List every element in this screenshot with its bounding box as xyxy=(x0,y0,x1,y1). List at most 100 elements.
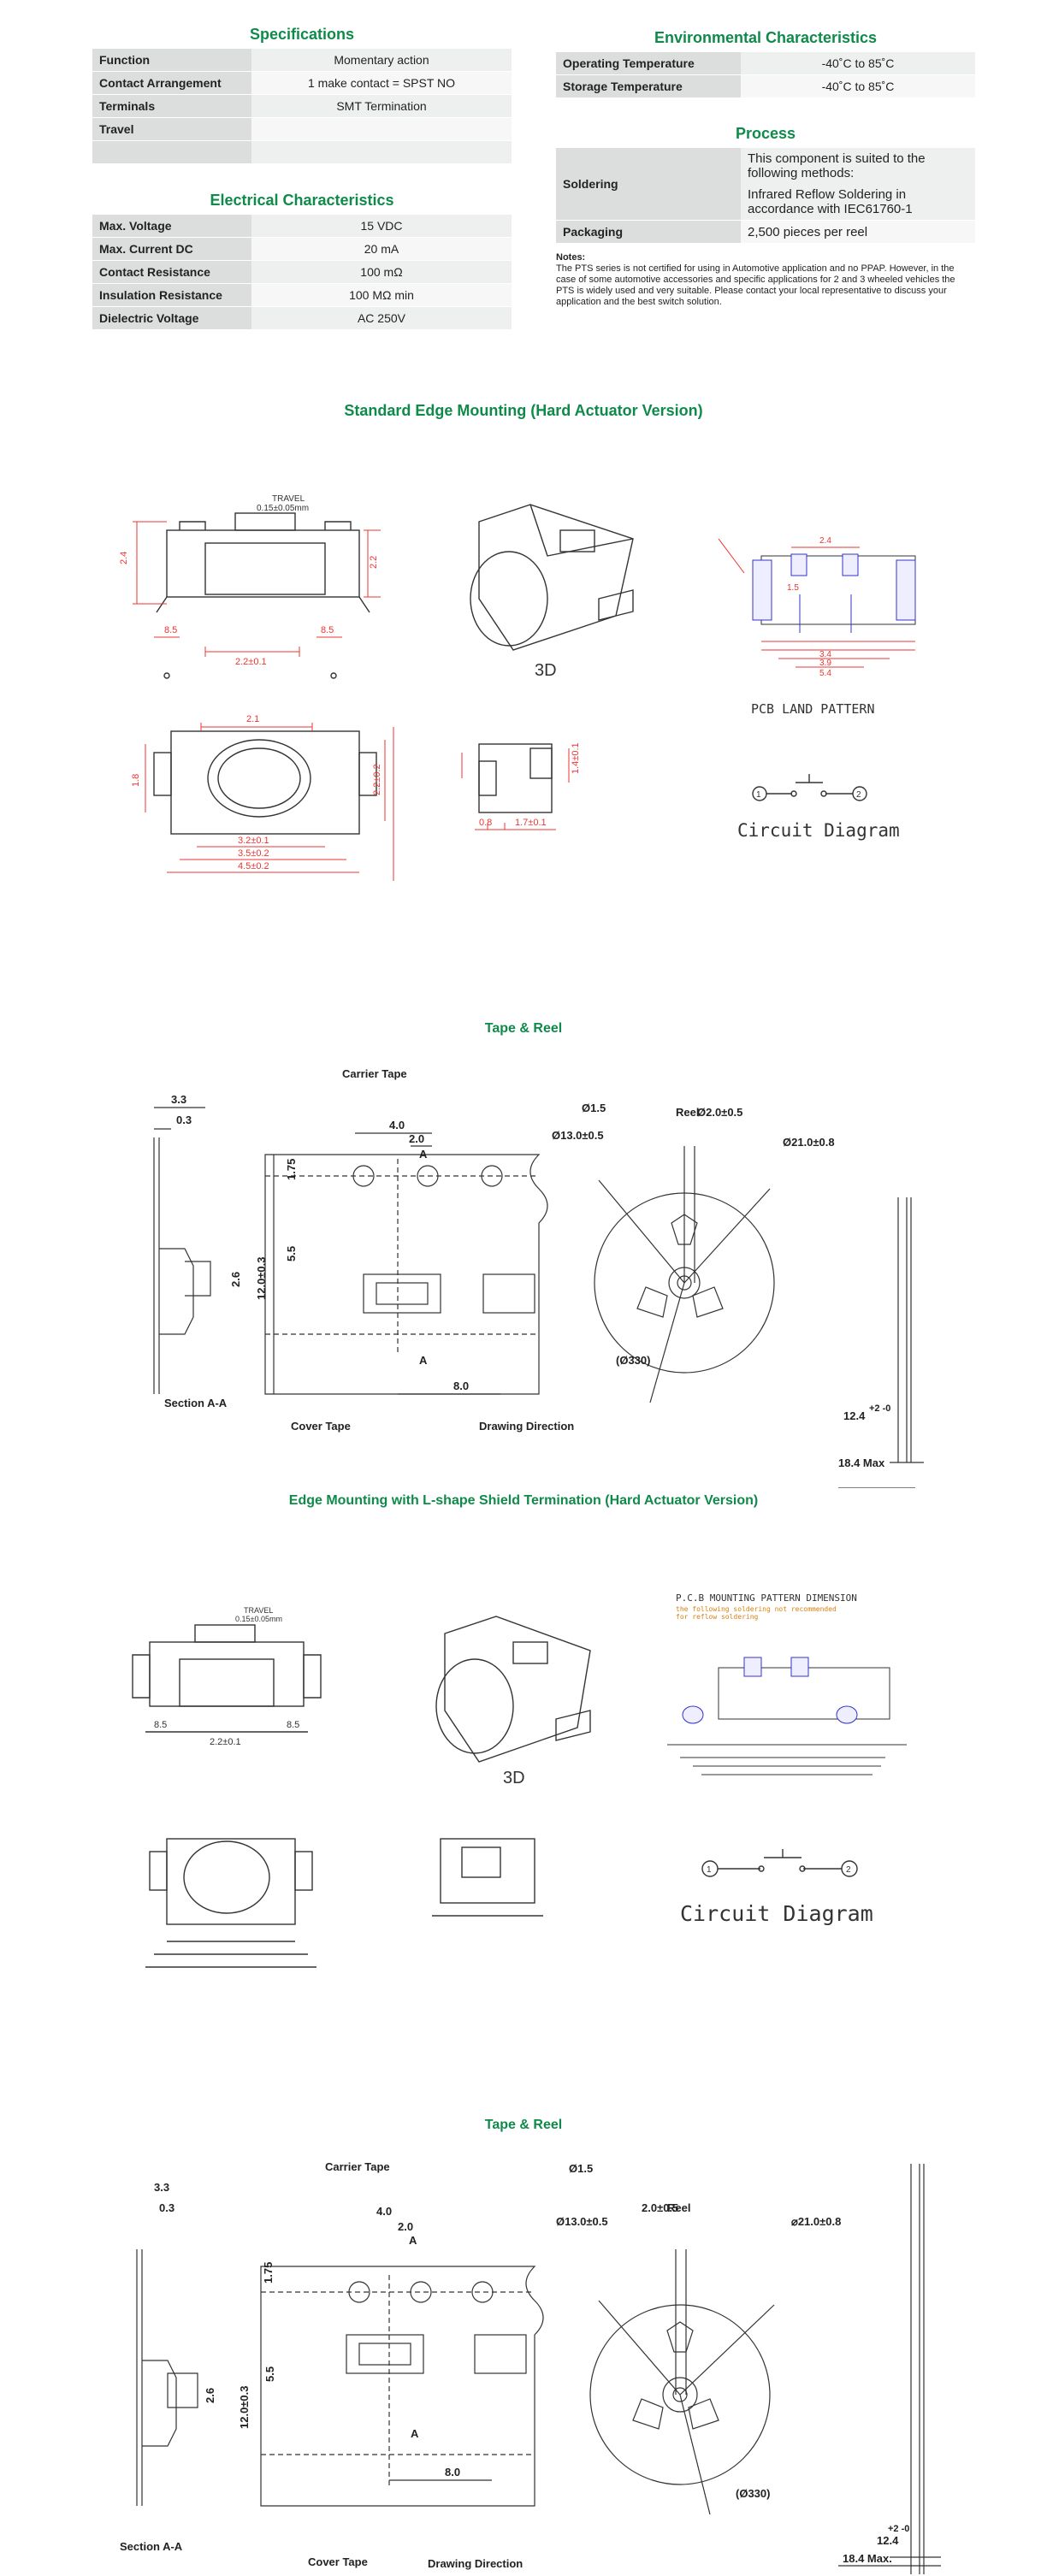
travel-label-2: TRAVEL xyxy=(244,1606,273,1615)
travel-value: 0.15±0.05mm xyxy=(257,504,309,513)
section1-drawings: 2.4 2.2 8.5 8.5 2.2±0.1 TRAVEL 0.15±0.05… xyxy=(119,494,916,881)
dim-3-9: 3.9 xyxy=(819,659,831,668)
svg-text:4.0: 4.0 xyxy=(376,2205,392,2218)
travel-label: TRAVEL xyxy=(272,494,305,504)
pcb-land-pattern-label: PCB LAND PATTERN xyxy=(751,701,875,717)
reel-label: Reel xyxy=(676,1106,699,1119)
svg-text:12.4: 12.4 xyxy=(843,1409,866,1422)
circuit-diagram-label: Circuit Diagram xyxy=(737,820,900,841)
dim-8-5-right: 8.5 xyxy=(321,625,334,635)
svg-text:5.5: 5.5 xyxy=(285,1246,298,1261)
svg-text:12.4: 12.4 xyxy=(877,2534,899,2547)
svg-text:A: A xyxy=(411,2427,419,2440)
cover-tape-label-2: Cover Tape xyxy=(308,2555,368,2568)
process-title: Process xyxy=(735,125,796,142)
svg-text:3.3: 3.3 xyxy=(171,1093,186,1106)
svg-text:2.0: 2.0 xyxy=(409,1132,424,1145)
section-aa-label: Section A-A xyxy=(164,1397,228,1409)
dim-2-2: 2.2 xyxy=(369,556,379,569)
svg-text:12.0±0.3: 12.0±0.3 xyxy=(238,2385,251,2429)
bottom-view-drawing xyxy=(153,730,377,835)
svg-text:2: 2 xyxy=(856,790,861,800)
dim-3-2-0-1: 3.2±0.1 xyxy=(238,836,269,846)
environmental-title: Environmental Characteristics xyxy=(654,29,878,46)
process-table: Soldering This component is suited to th… xyxy=(556,148,975,244)
svg-text:Ø2.0±0.5: Ø2.0±0.5 xyxy=(697,1106,742,1119)
dim-2-4: 2.4 xyxy=(119,552,129,564)
table-row: Storage Temperature-40˚C to 85˚C xyxy=(556,74,975,98)
svg-text:8.0: 8.0 xyxy=(453,1380,469,1392)
svg-text:Ø21.0±0.8: Ø21.0±0.8 xyxy=(783,1136,835,1149)
svg-text:3.3: 3.3 xyxy=(154,2181,169,2194)
svg-text:0.3: 0.3 xyxy=(159,2201,174,2214)
svg-text:12.0±0.3: 12.0±0.3 xyxy=(255,1256,268,1300)
tape1-title: Tape & Reel xyxy=(484,1021,563,1036)
dim-4-5-0-2: 4.5±0.2 xyxy=(238,861,269,871)
svg-text:5.5: 5.5 xyxy=(263,2366,276,2382)
section2-drawings: TRAVEL 0.15±0.05mm 8.5 8.5 2.2±0.1 3D P.… xyxy=(132,1592,907,1968)
svg-text:(Ø330): (Ø330) xyxy=(736,2487,770,2500)
svg-text:Ø1.5: Ø1.5 xyxy=(569,2162,593,2175)
dim-8-5-left: 8.5 xyxy=(164,625,177,635)
svg-text:A: A xyxy=(409,2234,417,2247)
svg-text:A: A xyxy=(419,1354,428,1367)
cover-tape-label: Cover Tape xyxy=(291,1420,351,1433)
svg-text:1.75: 1.75 xyxy=(262,2262,275,2284)
dim-1-5: 1.5 xyxy=(787,583,799,593)
svg-text:3D: 3D xyxy=(503,1769,525,1787)
bottom-view-drawing-2 xyxy=(145,1838,316,1968)
table-row xyxy=(92,140,512,164)
travel-value-2: 0.15±0.05mm xyxy=(235,1615,282,1623)
svg-text:the following soldering not re: the following soldering not recommended xyxy=(676,1605,837,1613)
3d-view-drawing-2 xyxy=(435,1616,591,1763)
process-block: Process Soldering This component is suit… xyxy=(556,125,975,308)
section1-title: Standard Edge Mounting (Hard Actuator Ve… xyxy=(344,402,703,419)
svg-text:4.0: 4.0 xyxy=(389,1119,405,1131)
notes: Notes: The PTS series is not certified f… xyxy=(556,252,955,307)
electrical-title: Electrical Characteristics xyxy=(210,192,394,209)
dim-0-8: 0.8 xyxy=(479,818,492,828)
svg-text:8.5: 8.5 xyxy=(154,1720,167,1730)
dim-2-1: 2.1 xyxy=(246,714,259,724)
tape2-drawings: Carrier Tape Reel Section A-A Cover Tape… xyxy=(120,2160,941,2574)
svg-text:A: A xyxy=(419,1148,428,1161)
dim-3-4: 3.4 xyxy=(819,650,831,659)
table-row: Travel xyxy=(92,117,512,141)
svg-text:18.4 Max: 18.4 Max xyxy=(838,1456,885,1469)
environmental-table: Operating Temperature-40˚C to 85˚C Stora… xyxy=(556,52,975,98)
drawing-direction-label: Drawing Direction xyxy=(479,1420,574,1433)
svg-text:2.6: 2.6 xyxy=(229,1272,242,1287)
circuit-diagram xyxy=(752,774,867,801)
carrier-tape-label-2: Carrier Tape xyxy=(325,2160,390,2173)
label-3d: 3D xyxy=(535,661,557,680)
dim-2-2-0-2: 2.2±0.2 xyxy=(372,764,382,795)
pcb-mounting-title: P.C.B MOUNTING PATTERN DIMENSION xyxy=(676,1592,857,1604)
svg-text:⌀21.0±0.8: ⌀21.0±0.8 xyxy=(791,2215,841,2228)
svg-text:for reflow soldering: for reflow soldering xyxy=(676,1613,759,1621)
tape2-title: Tape & Reel xyxy=(484,2118,563,2132)
dim-1-8: 1.8 xyxy=(131,774,141,787)
front-view-drawing-2 xyxy=(132,1624,322,1733)
dim-1-7-0-1: 1.7±0.1 xyxy=(515,818,547,828)
front-view-drawing xyxy=(156,512,370,679)
svg-text:2.2±0.1: 2.2±0.1 xyxy=(210,1737,241,1747)
svg-text:1: 1 xyxy=(707,1865,712,1875)
dim-2-4-pcb: 2.4 xyxy=(819,536,831,546)
svg-text:2.0±0.5: 2.0±0.5 xyxy=(642,2201,678,2214)
svg-text:8.5: 8.5 xyxy=(287,1720,299,1730)
svg-text:1.75: 1.75 xyxy=(285,1159,298,1180)
svg-text:1: 1 xyxy=(756,790,761,800)
tape1-drawings: Carrier Tape Reel Section A-A Cover Tape… xyxy=(153,1067,924,1488)
section2-title: Edge Mounting with L-shape Shield Termin… xyxy=(288,1493,759,1508)
section-aa-label-2: Section A-A xyxy=(120,2540,183,2553)
pcb-land-pattern-drawing xyxy=(718,538,916,668)
svg-text:+2 -0: +2 -0 xyxy=(869,1403,890,1414)
